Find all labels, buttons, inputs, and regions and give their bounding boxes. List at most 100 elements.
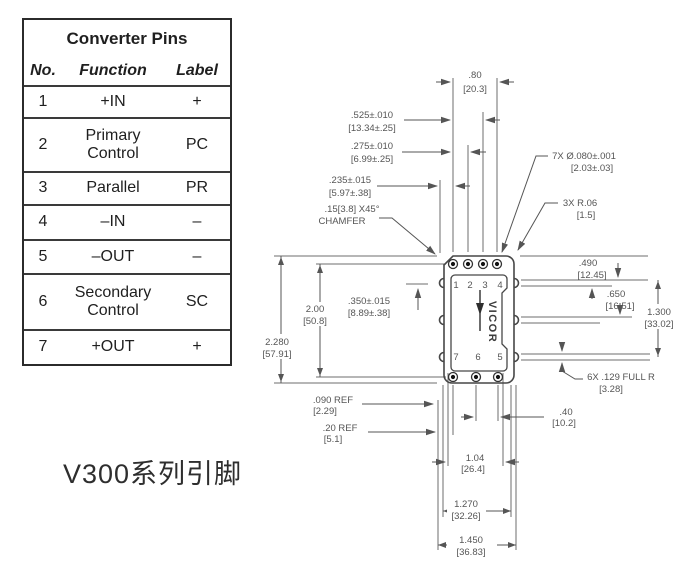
pin-no: 7 xyxy=(38,338,48,356)
pin-4 xyxy=(491,258,503,270)
dim-1300-mm: [33.02] xyxy=(644,319,673,330)
pin-no: 6 xyxy=(38,292,48,310)
text-backgrounds xyxy=(256,302,680,557)
dim-490-in: .490 xyxy=(579,258,598,269)
dim-104-in: 1.04 xyxy=(466,453,485,464)
pin-function: +OUT xyxy=(91,338,135,356)
dim-200-mm: [50.8] xyxy=(303,316,327,327)
dimension-labels: .80 [20.3] .525±.010 [13.34±.25] .275±.0… xyxy=(262,70,673,558)
pin-function: +IN xyxy=(100,92,126,110)
dim-1270-mm: [32.26] xyxy=(451,511,480,522)
dim-40-in: .40 xyxy=(559,407,572,418)
pin-number: 4 xyxy=(497,280,502,291)
dim-holes-in: 7X Ø.080±.001 xyxy=(552,151,616,162)
dim-200-in: 2.00 xyxy=(306,304,325,315)
pin-number: 3 xyxy=(482,280,487,291)
pin-no: 2 xyxy=(38,135,48,153)
pin-label: PC xyxy=(185,135,209,153)
pin-1 xyxy=(447,258,459,270)
dim-40-mm: [10.2] xyxy=(552,418,576,429)
dim-1450-in: 1.450 xyxy=(459,535,483,546)
col-no: No. xyxy=(30,62,56,80)
pin-number: 6 xyxy=(475,352,480,363)
dim-104-mm: [26.4] xyxy=(461,464,485,475)
dim-650-mm: [16.51] xyxy=(605,301,634,312)
chamfer-note-line2: CHAMFER xyxy=(319,216,366,227)
pin-label: – xyxy=(192,213,202,231)
mounting-slots xyxy=(438,277,520,363)
dim-80-mm: [20.3] xyxy=(463,84,487,95)
pin-number: 1 xyxy=(453,280,458,291)
col-function: Function xyxy=(79,62,147,80)
dim-radius-in: 3X R.06 xyxy=(563,198,597,209)
pin-label: PR xyxy=(185,179,209,197)
brand-logo: VICOR xyxy=(486,301,498,343)
body-outline xyxy=(450,274,508,372)
pin-7 xyxy=(447,371,459,383)
pin-6 xyxy=(470,371,482,383)
series-caption: V300系列引脚 xyxy=(63,459,243,489)
flange-outline xyxy=(443,255,515,384)
pin-no: 5 xyxy=(38,247,48,265)
dim-2280-in: 2.280 xyxy=(265,337,289,348)
dim-090-mm: [2.29] xyxy=(313,406,337,417)
pin-no: 3 xyxy=(38,179,48,197)
pin-function: Primary Control xyxy=(85,126,141,162)
pin-function: –OUT xyxy=(91,247,135,265)
pin-3 xyxy=(477,258,489,270)
dim-525-mm: [13.34±.25] xyxy=(348,123,395,134)
dim-235-in: .235±.015 xyxy=(329,175,371,186)
pin-label: + xyxy=(192,92,202,110)
dim-650-in: .650 xyxy=(607,289,626,300)
dim-holes-mm: [2.03±.03] xyxy=(571,163,613,174)
module-outline: 1 2 3 4 7 6 5 VICOR xyxy=(438,255,520,384)
pin-label: – xyxy=(192,247,202,265)
dim-20-in: .20 REF xyxy=(323,423,358,434)
dim-275-mm: [6.99±.25] xyxy=(351,154,393,165)
pin-function: Secondary Control xyxy=(74,283,152,319)
pin-label: + xyxy=(192,338,202,356)
pin-holes xyxy=(447,258,504,383)
dim-350-mm: [8.89±.38] xyxy=(348,308,390,319)
chamfer-note-line1: .15[3.8] X45° xyxy=(324,204,379,215)
pin-number: 5 xyxy=(497,352,502,363)
dim-radius-mm: [1.5] xyxy=(577,210,596,221)
table-row: 6 Secondary Control SC xyxy=(24,273,230,329)
dim-275-in: .275±.010 xyxy=(351,141,393,152)
col-label: Label xyxy=(176,62,218,80)
pin-5 xyxy=(492,371,504,383)
pin-no: 4 xyxy=(38,213,48,231)
table-title: Converter Pins xyxy=(66,29,188,48)
dim-235-mm: [5.97±.38] xyxy=(329,188,371,199)
dim-490-mm: [12.45] xyxy=(577,270,606,281)
dim-1270-in: 1.270 xyxy=(454,499,478,510)
pin-number: 2 xyxy=(467,280,472,291)
pin-label: SC xyxy=(185,292,209,310)
dim-1450-mm: [36.83] xyxy=(456,547,485,558)
table-row: 3 Parallel PR xyxy=(24,171,230,204)
pin-number: 7 xyxy=(453,352,458,363)
orientation-arrow-head xyxy=(476,303,484,315)
table-header: No. Function Label xyxy=(24,58,230,85)
pin-function: –IN xyxy=(100,213,126,231)
dim-slots-in: 6X .129 FULL R xyxy=(587,372,655,383)
table-row: 5 –OUT – xyxy=(24,239,230,273)
dim-1300-in: 1.300 xyxy=(647,307,671,318)
pin-2 xyxy=(462,258,474,270)
dim-2280-mm: [57.91] xyxy=(262,349,291,360)
dim-slots-mm: [3.28] xyxy=(599,384,623,395)
table-row: 1 +IN + xyxy=(24,85,230,117)
dim-090-in: .090 REF xyxy=(313,395,353,406)
pin-no: 1 xyxy=(38,92,48,110)
extension-lines xyxy=(274,78,650,550)
pin-numbers: 1 2 3 4 7 6 5 xyxy=(453,280,502,363)
table-row: 2 Primary Control PC xyxy=(24,117,230,171)
pin-function: Parallel xyxy=(86,179,140,197)
dim-350-in: .350±.015 xyxy=(348,296,390,307)
table-row: 7 +OUT + xyxy=(24,329,230,364)
dim-20-mm: [5.1] xyxy=(324,434,343,445)
table-row: 4 –IN – xyxy=(24,204,230,239)
converter-pins-table: Converter Pins No. Function Label 1 +IN … xyxy=(22,18,232,366)
